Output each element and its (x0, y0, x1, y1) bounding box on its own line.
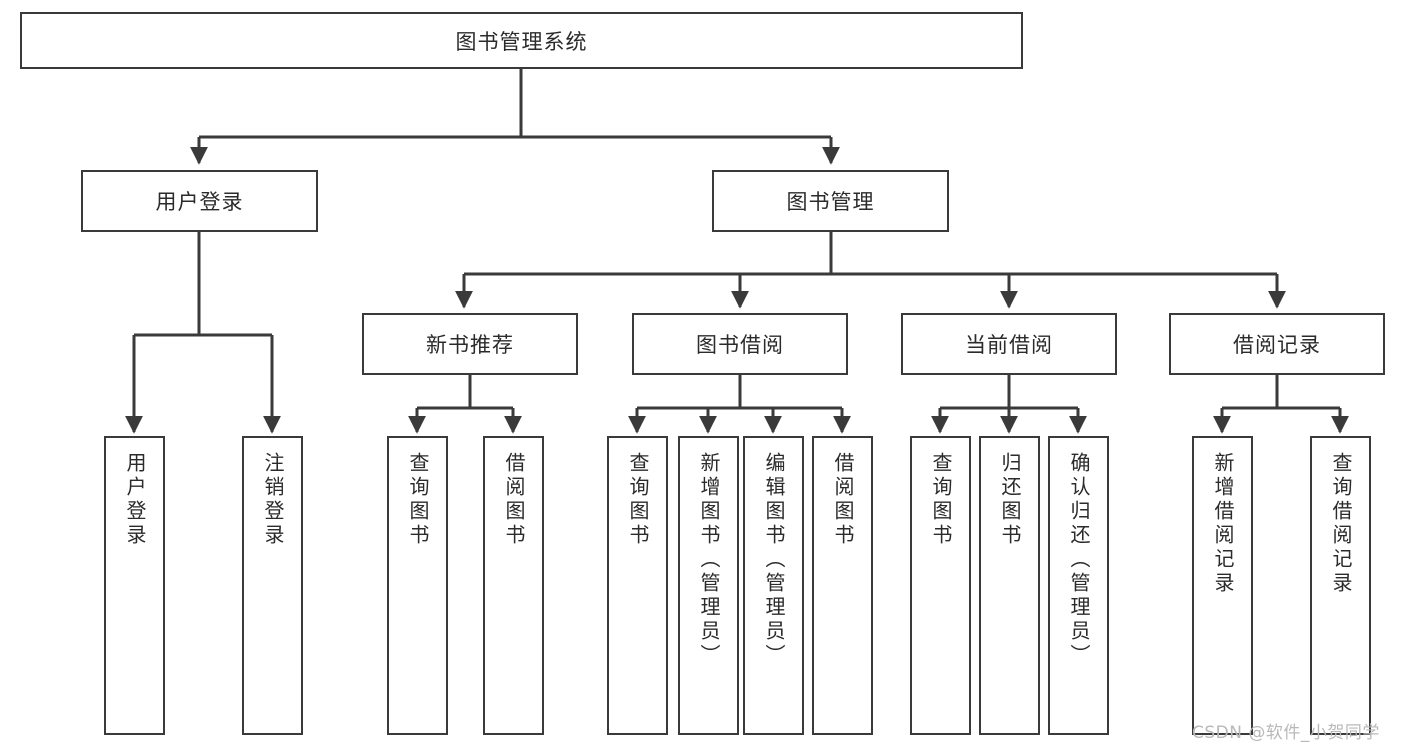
leaf-current-borrow-confirm-return[interactable]: 确认归还（管理员） (1048, 436, 1109, 735)
node-book-borrow[interactable]: 图书借阅 (632, 313, 848, 375)
node-label: 查询图书 (626, 452, 650, 548)
leaf-user-login-login[interactable]: 用户登录 (104, 436, 165, 735)
leaf-book-borrow-borrow[interactable]: 借阅图书 (812, 436, 873, 735)
watermark-text: CSDN @软件_小贺同学 (1192, 723, 1380, 743)
node-label: 借阅图书 (831, 452, 855, 548)
node-label: 图书管理系统 (455, 29, 588, 54)
leaf-book-borrow-query[interactable]: 查询图书 (607, 436, 668, 735)
node-label: 新增图书（管理员） (697, 452, 721, 668)
node-label: 查询图书 (406, 452, 430, 548)
leaf-current-borrow-return[interactable]: 归还图书 (979, 436, 1040, 735)
leaf-user-login-logout[interactable]: 注销登录 (242, 436, 303, 735)
node-label: 查询图书 (929, 452, 953, 548)
node-book-management[interactable]: 图书管理 (712, 170, 949, 232)
leaf-new-book-borrow[interactable]: 借阅图书 (483, 436, 544, 735)
leaf-current-borrow-query[interactable]: 查询图书 (910, 436, 971, 735)
node-label: 借阅图书 (502, 452, 526, 548)
node-borrow-record[interactable]: 借阅记录 (1169, 313, 1385, 375)
node-label: 用户登录 (155, 190, 244, 214)
leaf-new-book-query[interactable]: 查询图书 (387, 436, 448, 735)
node-label: 当前借阅 (965, 333, 1053, 357)
node-label: 归还图书 (998, 452, 1022, 548)
leaf-borrow-record-add[interactable]: 新增借阅记录 (1192, 436, 1253, 735)
node-user-login[interactable]: 用户登录 (81, 170, 318, 232)
node-label: 注销登录 (261, 452, 285, 548)
node-label: 确认归还（管理员） (1067, 452, 1091, 668)
node-current-borrow[interactable]: 当前借阅 (901, 313, 1117, 375)
node-label: 图书管理 (786, 190, 875, 214)
node-label: 借阅记录 (1233, 333, 1321, 357)
leaf-borrow-record-query[interactable]: 查询借阅记录 (1310, 436, 1371, 735)
node-label: 查询借阅记录 (1329, 452, 1353, 596)
node-new-book-recommend[interactable]: 新书推荐 (362, 313, 578, 375)
node-label: 用户登录 (123, 452, 147, 548)
node-label: 新书推荐 (426, 333, 514, 357)
node-label: 编辑图书（管理员） (762, 452, 786, 668)
node-label: 新增借阅记录 (1211, 452, 1235, 596)
leaf-book-borrow-add[interactable]: 新增图书（管理员） (678, 436, 739, 735)
node-root-system[interactable]: 图书管理系统 (20, 12, 1023, 69)
leaf-book-borrow-edit[interactable]: 编辑图书（管理员） (743, 436, 804, 735)
node-label: 图书借阅 (696, 333, 784, 357)
